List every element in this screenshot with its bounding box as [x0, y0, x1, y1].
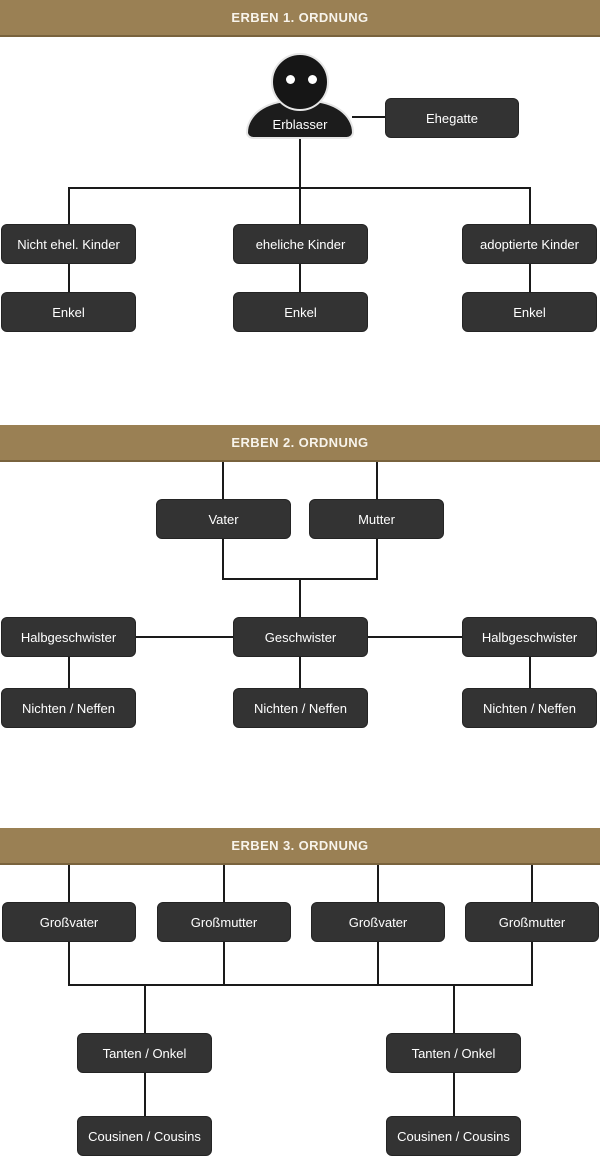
node-label: Ehegatte [425, 110, 479, 126]
node-label: Cousinen / Cousins [88, 1128, 201, 1144]
header-title-order-3: ERBEN 3. ORDNUNG [231, 838, 369, 853]
node-label: Großmutter [190, 914, 258, 930]
node-nicht-ehel-kinder: Nicht ehel. Kinder [1, 224, 136, 264]
node-label: Enkel [513, 304, 546, 320]
header-title-order-2: ERBEN 2. ORDNUNG [231, 435, 369, 450]
connector [68, 657, 70, 688]
node-label: Cousinen / Cousins [397, 1128, 510, 1144]
person-eye-icon [286, 75, 295, 84]
node-grossvater-2: Großvater [311, 902, 445, 942]
node-label: Großmutter [498, 914, 566, 930]
node-grossvater-1: Großvater [2, 902, 136, 942]
node-geschwister: Geschwister [233, 617, 368, 657]
header-bar-order-1: ERBEN 1. ORDNUNG [0, 0, 600, 37]
node-label: Halbgeschwister [481, 629, 578, 645]
node-label: Nicht ehel. Kinder [17, 236, 120, 252]
connector [144, 1073, 146, 1116]
connector [529, 187, 531, 224]
node-label: Nichten / Neffen [483, 700, 576, 716]
node-ehegatte: Ehegatte [385, 98, 519, 138]
connector [529, 657, 531, 688]
node-label: Halbgeschwister [20, 629, 117, 645]
node-label: Großvater [348, 914, 408, 930]
connector [299, 264, 301, 292]
node-label: Großvater [39, 914, 99, 930]
connector [68, 984, 533, 986]
connector [299, 187, 301, 224]
node-mutter: Mutter [309, 499, 444, 539]
connector [223, 865, 225, 902]
node-enkel-2: Enkel [233, 292, 368, 332]
node-cousinen-cousins-right: Cousinen / Cousins [386, 1116, 521, 1156]
erblasser-label: Erblasser [272, 117, 328, 132]
connector [453, 1073, 455, 1116]
node-halbgeschwister-left: Halbgeschwister [1, 617, 136, 657]
connector [68, 264, 70, 292]
person-eye-icon [308, 75, 317, 84]
connector [136, 636, 233, 638]
node-grossmutter-2: Großmutter [465, 902, 599, 942]
node-tanten-onkel-left: Tanten / Onkel [77, 1033, 212, 1073]
connector [223, 942, 225, 985]
connector [376, 462, 378, 499]
connector [531, 942, 533, 985]
node-nichten-neffen-1: Nichten / Neffen [1, 688, 136, 728]
connector [299, 657, 301, 688]
node-label: Enkel [284, 304, 317, 320]
connector [68, 865, 70, 902]
node-label: eheliche Kinder [255, 236, 346, 252]
connector [352, 116, 385, 118]
node-label: Geschwister [264, 629, 337, 645]
node-enkel-3: Enkel [462, 292, 597, 332]
node-cousinen-cousins-left: Cousinen / Cousins [77, 1116, 212, 1156]
connector [453, 984, 455, 1033]
connector [368, 636, 462, 638]
connector [529, 264, 531, 292]
node-label: Vater [208, 511, 239, 527]
connector [376, 539, 378, 579]
node-grossmutter-1: Großmutter [157, 902, 291, 942]
connector [222, 539, 224, 579]
header-title-order-1: ERBEN 1. ORDNUNG [231, 10, 369, 25]
node-eheliche-kinder: eheliche Kinder [233, 224, 368, 264]
node-label: adoptierte Kinder [479, 236, 579, 252]
connector [377, 865, 379, 902]
node-label: Enkel [52, 304, 85, 320]
node-label: Nichten / Neffen [254, 700, 347, 716]
node-vater: Vater [156, 499, 291, 539]
node-adoptierte-kinder: adoptierte Kinder [462, 224, 597, 264]
header-bar-order-3: ERBEN 3. ORDNUNG [0, 828, 600, 865]
node-nichten-neffen-3: Nichten / Neffen [462, 688, 597, 728]
node-nichten-neffen-2: Nichten / Neffen [233, 688, 368, 728]
header-bar-order-2: ERBEN 2. ORDNUNG [0, 425, 600, 462]
person-head-icon [271, 53, 329, 111]
connector [299, 578, 301, 617]
node-label: Mutter [358, 511, 395, 527]
connector [68, 942, 70, 985]
connector [68, 187, 70, 224]
node-label: Tanten / Onkel [411, 1045, 496, 1061]
connector [222, 462, 224, 499]
connector [531, 865, 533, 902]
connector [299, 139, 301, 188]
node-tanten-onkel-right: Tanten / Onkel [386, 1033, 521, 1073]
connector [144, 984, 146, 1033]
node-enkel-1: Enkel [1, 292, 136, 332]
node-halbgeschwister-right: Halbgeschwister [462, 617, 597, 657]
connector [377, 942, 379, 985]
node-label: Tanten / Onkel [102, 1045, 187, 1061]
node-label: Nichten / Neffen [22, 700, 115, 716]
